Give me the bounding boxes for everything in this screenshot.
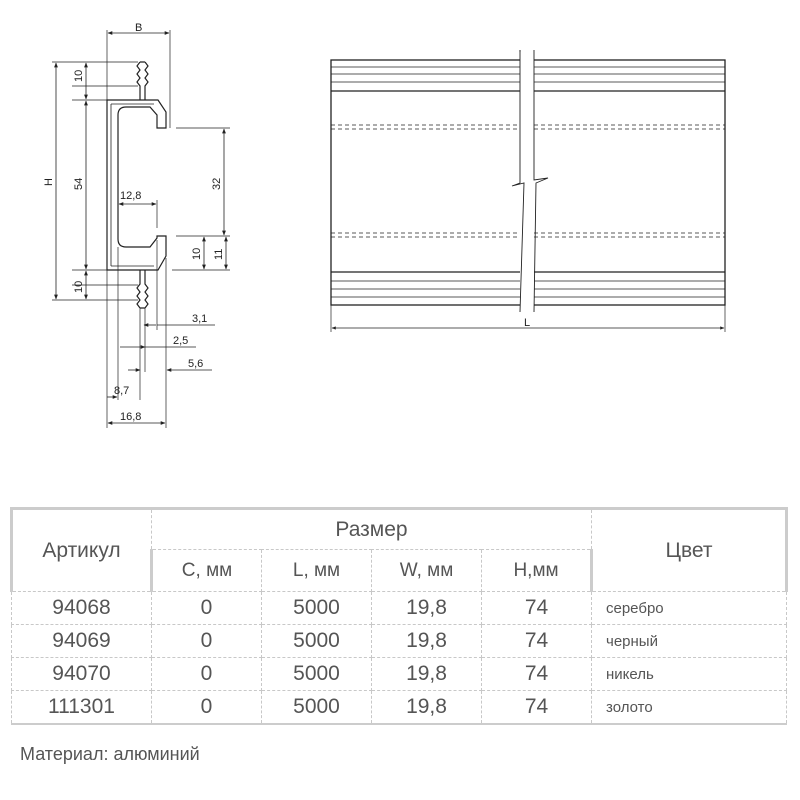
h-cell: 74	[481, 657, 592, 691]
w-cell: 19,8	[371, 690, 482, 725]
dim-2-5: 2,5	[173, 335, 188, 347]
l-cell: 5000	[261, 657, 372, 691]
color-cell: никель	[591, 657, 787, 691]
l-cell: 5000	[261, 591, 372, 625]
table-row: 94068 0 5000 19,8 74 серебро	[11, 591, 787, 625]
length-dimension	[330, 305, 726, 332]
article-header: Артикул	[10, 507, 152, 592]
l-cell: 5000	[261, 690, 372, 725]
material-note: Материал: алюминий	[20, 744, 200, 764]
dim-10-side: 10	[191, 248, 203, 260]
w-cell: 19,8	[371, 624, 482, 658]
table-row: 94069 0 5000 19,8 74 черный	[11, 624, 787, 658]
extension-lines	[52, 30, 230, 428]
table-row: 111301 0 5000 19,8 74 золото	[11, 690, 787, 725]
c-cell: 0	[151, 657, 262, 691]
dim-54: 54	[73, 178, 85, 190]
dim-3-1: 3,1	[192, 313, 207, 325]
dim-11: 11	[213, 249, 225, 260]
dim-5-6: 5,6	[188, 358, 203, 370]
article-cell: 94070	[11, 657, 152, 691]
size-header: Размер	[151, 507, 592, 550]
sub-header-w: W, мм	[371, 549, 482, 592]
c-cell: 0	[151, 591, 262, 625]
article-cell: 111301	[11, 690, 152, 725]
c-cell: 0	[151, 624, 262, 658]
dimension-lines	[54, 31, 228, 425]
h-cell: 74	[481, 690, 592, 725]
l-cell: 5000	[261, 624, 372, 658]
color-header: Цвет	[591, 507, 788, 592]
sub-header-h: H,мм	[481, 549, 593, 592]
dim-l: L	[524, 317, 530, 329]
spec-table: Артикул Размер Цвет C, мм L, мм W, мм H,…	[10, 507, 788, 725]
dim-32: 32	[211, 178, 223, 190]
dim-b: B	[135, 22, 142, 34]
dim-10-top: 10	[73, 70, 85, 82]
profile-side-view	[330, 50, 726, 313]
dim-8-7: 8,7	[114, 385, 129, 397]
sub-header-l: L, мм	[261, 549, 372, 592]
article-cell: 94069	[11, 624, 152, 658]
color-cell: серебро	[591, 591, 787, 625]
w-cell: 19,8	[371, 657, 482, 691]
color-cell: черный	[591, 624, 787, 658]
table-row: 94070 0 5000 19,8 74 никель	[11, 657, 787, 691]
sub-header-c: C, мм	[150, 549, 262, 592]
h-cell: 74	[481, 624, 592, 658]
color-cell: золото	[591, 690, 787, 725]
dim-h: H	[43, 178, 55, 186]
dim-12-8: 12,8	[120, 190, 141, 202]
h-cell: 74	[481, 591, 592, 625]
article-cell: 94068	[11, 591, 152, 625]
dim-10-bottom: 10	[73, 281, 85, 293]
dim-16-8: 16,8	[120, 411, 141, 423]
w-cell: 19,8	[371, 591, 482, 625]
technical-drawing: B H 10 54 10 12,8 32 10 11 3,1 2,5 5,6 8…	[43, 22, 726, 428]
c-cell: 0	[151, 690, 262, 725]
